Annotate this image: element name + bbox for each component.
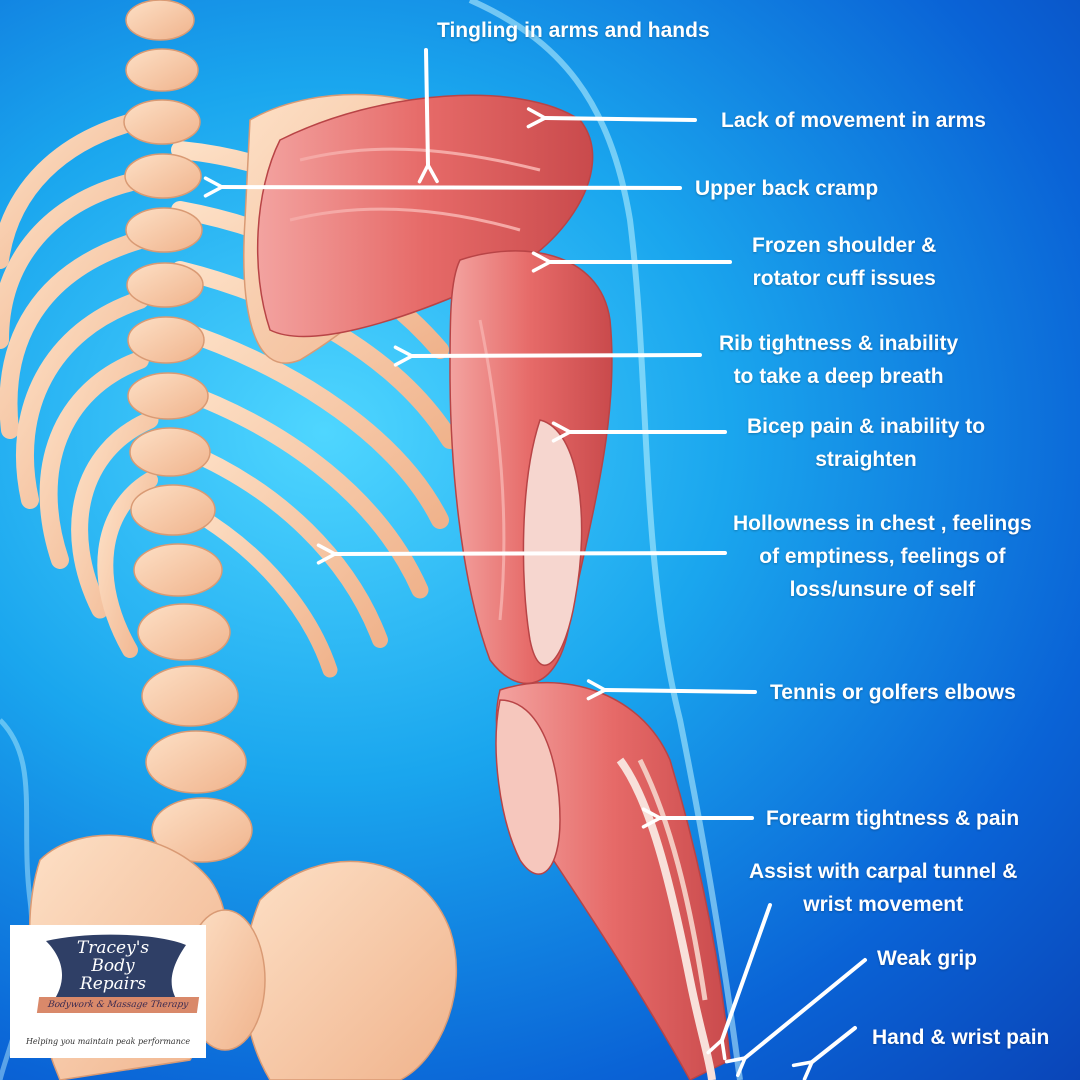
arrow-upper-back	[203, 176, 682, 198]
label-lack-movement: Lack of movement in arms	[721, 109, 986, 132]
company-logo: Tracey's Body Repairs Bodywork & Massage…	[10, 925, 206, 1058]
logo-ribbon: Bodywork & Massage Therapy	[36, 997, 200, 1013]
label-hollowness: Hollowness in chest , feelings of emptin…	[733, 512, 1032, 601]
logo-swoosh-icon	[46, 934, 186, 1011]
label-upper-back: Upper back cramp	[695, 177, 879, 200]
label-carpal-tunnel: Assist with carpal tunnel & wrist moveme…	[749, 860, 1018, 916]
arm-muscles	[256, 94, 731, 1080]
logo-tagline: Helping you maintain peak performance	[25, 1037, 191, 1046]
pointer-arrows	[203, 48, 867, 1080]
label-frozen-shoulder: Frozen shoulder & rotator cuff issues	[752, 234, 937, 290]
logo-brand: Tracey's Body Repairs	[76, 938, 150, 994]
arrow-carpal-tunnel	[706, 903, 772, 1061]
label-weak-grip: Weak grip	[877, 947, 977, 970]
spine	[123, 0, 253, 863]
arrow-hand-wrist	[791, 1026, 857, 1080]
arrow-rib-tightness	[393, 345, 702, 367]
arrow-tingling	[417, 48, 439, 184]
arrow-hollowness	[316, 543, 727, 565]
label-hand-wrist: Hand & wrist pain	[872, 1026, 1050, 1049]
arrow-tennis-elbow	[586, 679, 757, 701]
label-rib-tightness: Rib tightness & inability to take a deep…	[719, 332, 959, 388]
arrow-weak-grip	[724, 958, 867, 1078]
label-tingling: Tingling in arms and hands	[437, 19, 710, 42]
logo-mark: Tracey's Body Repairs Bodywork & Massage…	[18, 931, 200, 1023]
label-forearm: Forearm tightness & pain	[766, 807, 1020, 830]
label-tennis-elbow: Tennis or golfers elbows	[770, 681, 1016, 704]
arrow-lack-movement	[526, 107, 697, 129]
label-bicep-pain: Bicep pain & inability to straighten	[747, 415, 986, 471]
